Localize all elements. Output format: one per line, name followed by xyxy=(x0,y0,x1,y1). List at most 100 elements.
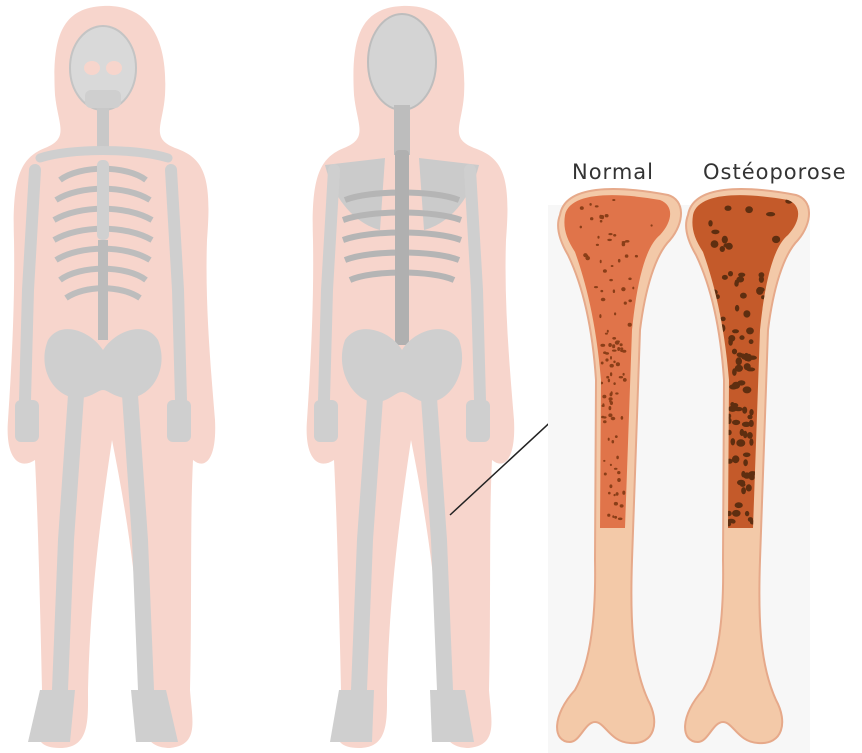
marrow-pore xyxy=(600,260,602,263)
marrow-pore xyxy=(609,397,613,400)
marrow-pore xyxy=(758,287,764,292)
back-feet xyxy=(330,690,474,742)
marrow-pore xyxy=(608,233,612,235)
marrow-pore xyxy=(608,379,610,383)
marrow-pore xyxy=(620,347,623,349)
marrow-pore xyxy=(728,338,733,346)
marrow-pore xyxy=(605,358,608,361)
marrow-pore xyxy=(599,314,601,318)
marrow-pore xyxy=(609,406,612,410)
front-feet xyxy=(28,690,178,742)
marrow-pore xyxy=(728,271,733,276)
marrow-pore xyxy=(743,386,752,393)
front-sternum xyxy=(97,160,109,240)
marrow-pore xyxy=(725,206,732,211)
marrow-pore xyxy=(621,416,624,420)
marrow-pore xyxy=(746,327,754,334)
marrow-pore xyxy=(605,352,609,355)
marrow-pore xyxy=(612,515,614,518)
marrow-pore xyxy=(599,215,602,219)
marrow-pore xyxy=(614,468,618,470)
marrow-pore xyxy=(723,243,731,247)
marrow-pore xyxy=(624,302,627,305)
front-eye-right xyxy=(106,61,122,75)
marrow-pore xyxy=(603,269,607,273)
marrow-pore xyxy=(613,344,615,348)
marrow-pore xyxy=(711,230,719,235)
marrow-pore xyxy=(583,253,587,257)
marrow-pore xyxy=(743,310,750,317)
marrow-pore xyxy=(772,236,780,243)
marrow-pore xyxy=(741,471,745,478)
marrow-pore xyxy=(614,312,616,315)
marrow-pore xyxy=(610,401,613,405)
marrow-pore xyxy=(600,344,605,347)
marrow-pore xyxy=(620,343,623,346)
marrow-pore xyxy=(580,206,584,210)
marrow-pore xyxy=(613,289,615,293)
marrow-pore xyxy=(597,236,599,239)
marrow-pore xyxy=(743,459,748,466)
marrow-pore xyxy=(736,357,742,365)
marrow-pore xyxy=(721,317,726,322)
marrow-pore xyxy=(740,293,747,299)
marrow-pore xyxy=(608,438,610,441)
marrow-pore xyxy=(622,242,626,246)
back-spine xyxy=(395,150,409,345)
marrow-pore xyxy=(732,420,740,425)
marrow-pore xyxy=(625,254,629,257)
marrow-pore xyxy=(602,403,604,406)
marrow-pore xyxy=(747,432,753,439)
marrow-pore xyxy=(737,480,745,486)
marrow-pore xyxy=(623,378,627,382)
front-spine xyxy=(98,240,108,340)
marrow-pore xyxy=(610,356,612,360)
marrow-pore xyxy=(749,339,754,344)
marrow-pore xyxy=(608,413,612,417)
marrow-pore xyxy=(614,494,616,496)
marrow-pore xyxy=(730,402,734,407)
marrow-pore xyxy=(742,422,751,427)
marrow-pore xyxy=(620,504,624,507)
marrow-pore xyxy=(628,299,632,302)
marrow-pore xyxy=(601,362,604,365)
marrow-pore xyxy=(602,395,606,399)
marrow-pore xyxy=(613,234,616,237)
marrow-pore xyxy=(603,420,607,423)
marrow-pore xyxy=(618,259,621,263)
marrow-pore xyxy=(729,384,737,389)
marrow-pore xyxy=(622,491,625,495)
marrow-pore xyxy=(737,276,745,282)
marrow-pore xyxy=(749,438,753,445)
marrow-pore xyxy=(732,455,739,463)
back-neck xyxy=(394,105,410,155)
marrow-pore xyxy=(611,417,616,421)
marrow-pore xyxy=(628,278,631,281)
marrow-pore xyxy=(732,349,737,355)
marrow-pore xyxy=(613,382,615,385)
marrow-pore xyxy=(735,305,739,312)
marrow-pore xyxy=(614,516,617,519)
marrow-pore xyxy=(600,220,603,223)
marrow-pore xyxy=(749,474,755,480)
marrow-pore xyxy=(619,376,623,378)
marrow-pore xyxy=(601,298,606,302)
marrow-pore xyxy=(609,484,612,488)
marrow-pore xyxy=(594,286,598,288)
marrow-pore xyxy=(731,438,736,445)
marrow-pore xyxy=(616,492,619,496)
marrow-pore xyxy=(745,206,753,213)
marrow-pore xyxy=(745,354,752,362)
marrow-pore xyxy=(732,510,741,517)
marrow-pore xyxy=(616,362,620,366)
marrow-pore xyxy=(739,335,744,340)
marrow-pore xyxy=(604,473,607,476)
marrow-pore xyxy=(732,368,737,376)
marrow-pore xyxy=(613,361,615,364)
marrow-pore xyxy=(603,416,607,418)
marrow-pore xyxy=(580,226,582,229)
marrow-pore xyxy=(590,217,593,220)
marrow-pore xyxy=(746,367,755,371)
marrow-pore xyxy=(722,236,728,244)
